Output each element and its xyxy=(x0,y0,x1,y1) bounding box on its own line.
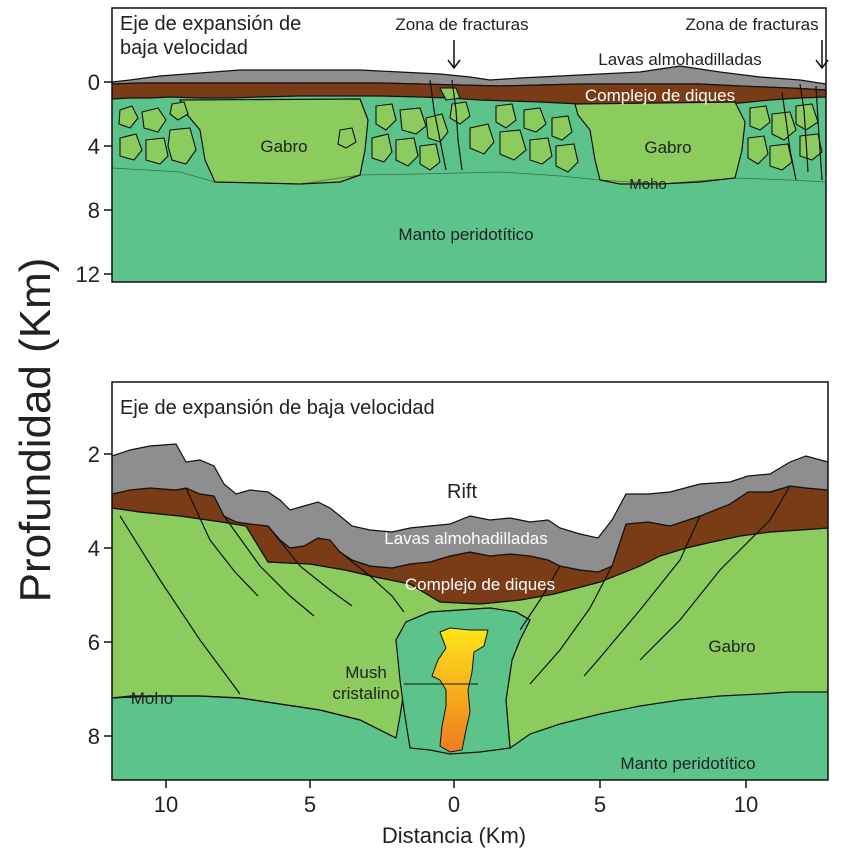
fracture-zone-label-1: Zona de fracturas xyxy=(395,15,528,34)
top-panel: 0 4 8 12 Eje de expansión de baja veloci… xyxy=(76,7,829,287)
bottom-y-tick-label: 6 xyxy=(88,630,100,655)
x-tick-label: 5 xyxy=(594,792,606,817)
bottom-moho-line xyxy=(112,695,397,739)
top-y-tick-label: 8 xyxy=(88,198,100,223)
arrow-down-icon xyxy=(447,40,461,70)
x-tick-label: 5 xyxy=(304,792,316,817)
fracture-zone-label-2: Zona de fracturas xyxy=(685,15,818,34)
x-tick-label: 0 xyxy=(448,792,460,817)
top-heading-line1: Eje de expansión de xyxy=(120,13,301,35)
x-tick-label: 10 xyxy=(734,792,758,817)
top-y-ticks xyxy=(104,81,112,275)
top-gabbro-blobs xyxy=(118,87,823,173)
top-moho-label: Moho xyxy=(629,176,667,193)
top-moho-line xyxy=(112,167,826,185)
bottom-fault-lines xyxy=(119,485,791,695)
bottom-panel: 2 4 6 8 10 5 0 5 10 Distancia (Km) Eje d… xyxy=(88,381,829,848)
bottom-heading: Eje de expansión de baja velocidad xyxy=(120,397,435,419)
top-mantle-label: Manto peridotítico xyxy=(398,225,533,244)
bottom-mantle-label: Manto peridotítico xyxy=(620,754,755,773)
bottom-panel-frame xyxy=(111,381,829,781)
arrow-down-icon xyxy=(815,40,829,70)
mush-label-line1: Mush xyxy=(345,663,387,682)
top-fault-lines xyxy=(429,79,823,181)
top-y-tick-label: 12 xyxy=(76,262,100,287)
top-heading-line2: baja velocidad xyxy=(120,37,248,59)
bottom-y-tick-label: 2 xyxy=(88,442,100,467)
top-y-tick-label: 4 xyxy=(88,134,100,159)
top-gabbro-label-1: Gabro xyxy=(260,137,307,156)
x-ticks xyxy=(165,780,747,788)
top-panel-frame xyxy=(111,7,827,283)
top-dikes-label: Complejo de diques xyxy=(585,86,735,105)
mush-label-line2: cristalino xyxy=(332,684,399,703)
top-gabbro-label-2: Gabro xyxy=(644,138,691,157)
y-axis-title: Profundidad (Km) xyxy=(11,258,60,603)
top-sky xyxy=(112,8,826,84)
crystal-mush xyxy=(431,627,489,753)
top-lavas-label: Lavas almohadilladas xyxy=(598,50,762,69)
bottom-lavas-layer xyxy=(112,443,828,573)
rift-label: Rift xyxy=(447,481,477,503)
bottom-lavas-label: Lavas almohadilladas xyxy=(384,529,548,548)
bottom-y-tick-label: 8 xyxy=(88,724,100,749)
bottom-moho-label: Moho xyxy=(131,689,174,708)
bottom-y-ticks xyxy=(104,453,112,737)
bottom-gabbro-label: Gabro xyxy=(708,637,755,656)
x-axis-title: Distancia (Km) xyxy=(382,823,526,848)
x-tick-label: 10 xyxy=(154,792,178,817)
bottom-dikes-label: Complejo de diques xyxy=(405,575,555,594)
bottom-sky xyxy=(112,382,828,538)
top-y-tick-label: 0 xyxy=(88,70,100,95)
bottom-y-tick-label: 4 xyxy=(88,536,100,561)
